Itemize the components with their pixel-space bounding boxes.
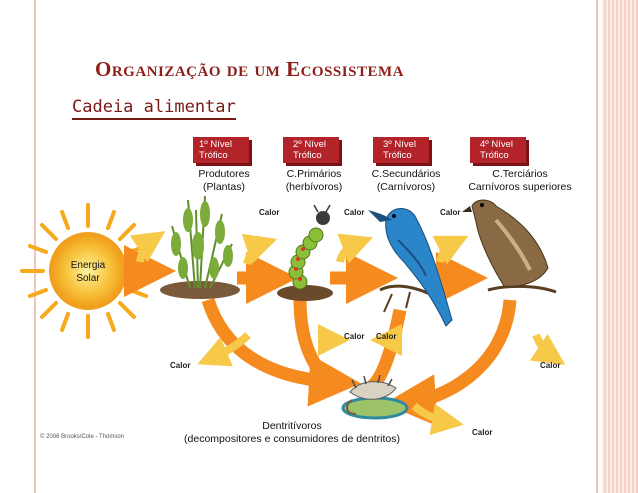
heat-label: Calor <box>376 332 396 341</box>
primary-consumers-label: C.Primários (herbívoros) <box>285 168 343 193</box>
secondary-consumers-label: C.Secundários (Carnívoros) <box>371 168 441 193</box>
heat-label: Calor <box>440 208 460 217</box>
trophic-level-1-box: 1º Nível Trófico <box>193 137 249 163</box>
heat-label: Calor <box>472 428 492 437</box>
decomposers-label: Dentritívoros (decompositores e consumid… <box>184 420 400 445</box>
trophic-level-4-line1: 4º Nível <box>480 139 514 150</box>
heat-label: Calor <box>344 332 364 341</box>
trophic-level-2-line1: 2º Nível <box>293 139 327 150</box>
trophic-level-3-line1: 3º Nível <box>383 139 417 150</box>
hawk-icon <box>462 199 557 294</box>
trophic-level-4-line2: Trófico <box>480 150 509 161</box>
trophic-level-3-line2: Trófico <box>383 150 412 161</box>
trophic-level-1-line1: 1º Nível <box>199 139 233 150</box>
trophic-level-1-line2: Trófico <box>199 150 228 161</box>
heat-arrows <box>129 231 566 436</box>
trophic-level-2-box: 2º Nível Trófico <box>283 137 339 163</box>
caterpillar-icon <box>277 204 333 301</box>
heat-label: Calor <box>170 361 190 370</box>
heat-label: Calor <box>259 208 279 217</box>
solar-energy-label: Energia Solar <box>70 260 106 284</box>
right-decorative-stripes <box>602 0 638 493</box>
heat-label: Calor <box>540 361 560 370</box>
bird-icon <box>368 208 453 327</box>
trophic-level-4-box: 4º Nível Trófico <box>470 137 526 163</box>
plant-icon <box>160 195 240 299</box>
decomposer-icon <box>341 374 409 420</box>
copyright-text: © 2006 Brooks/Cole - Thomson <box>40 434 125 440</box>
page-title: Organização de um Ecossistema <box>95 57 404 81</box>
heat-label: Calor <box>344 208 364 217</box>
right-border-line <box>596 0 598 493</box>
trophic-level-3-box: 3º Nível Trófico <box>373 137 429 163</box>
producers-label: Produtores (Plantas) <box>198 168 250 193</box>
subtitle: Cadeia alimentar <box>72 97 236 120</box>
heat-labels: Calor Calor Calor Calor Calor Calor Calo… <box>170 208 560 437</box>
trophic-level-2-line2: Trófico <box>293 150 322 161</box>
tertiary-consumers-label: C.Terciários Carnívoros superiores <box>468 168 572 193</box>
